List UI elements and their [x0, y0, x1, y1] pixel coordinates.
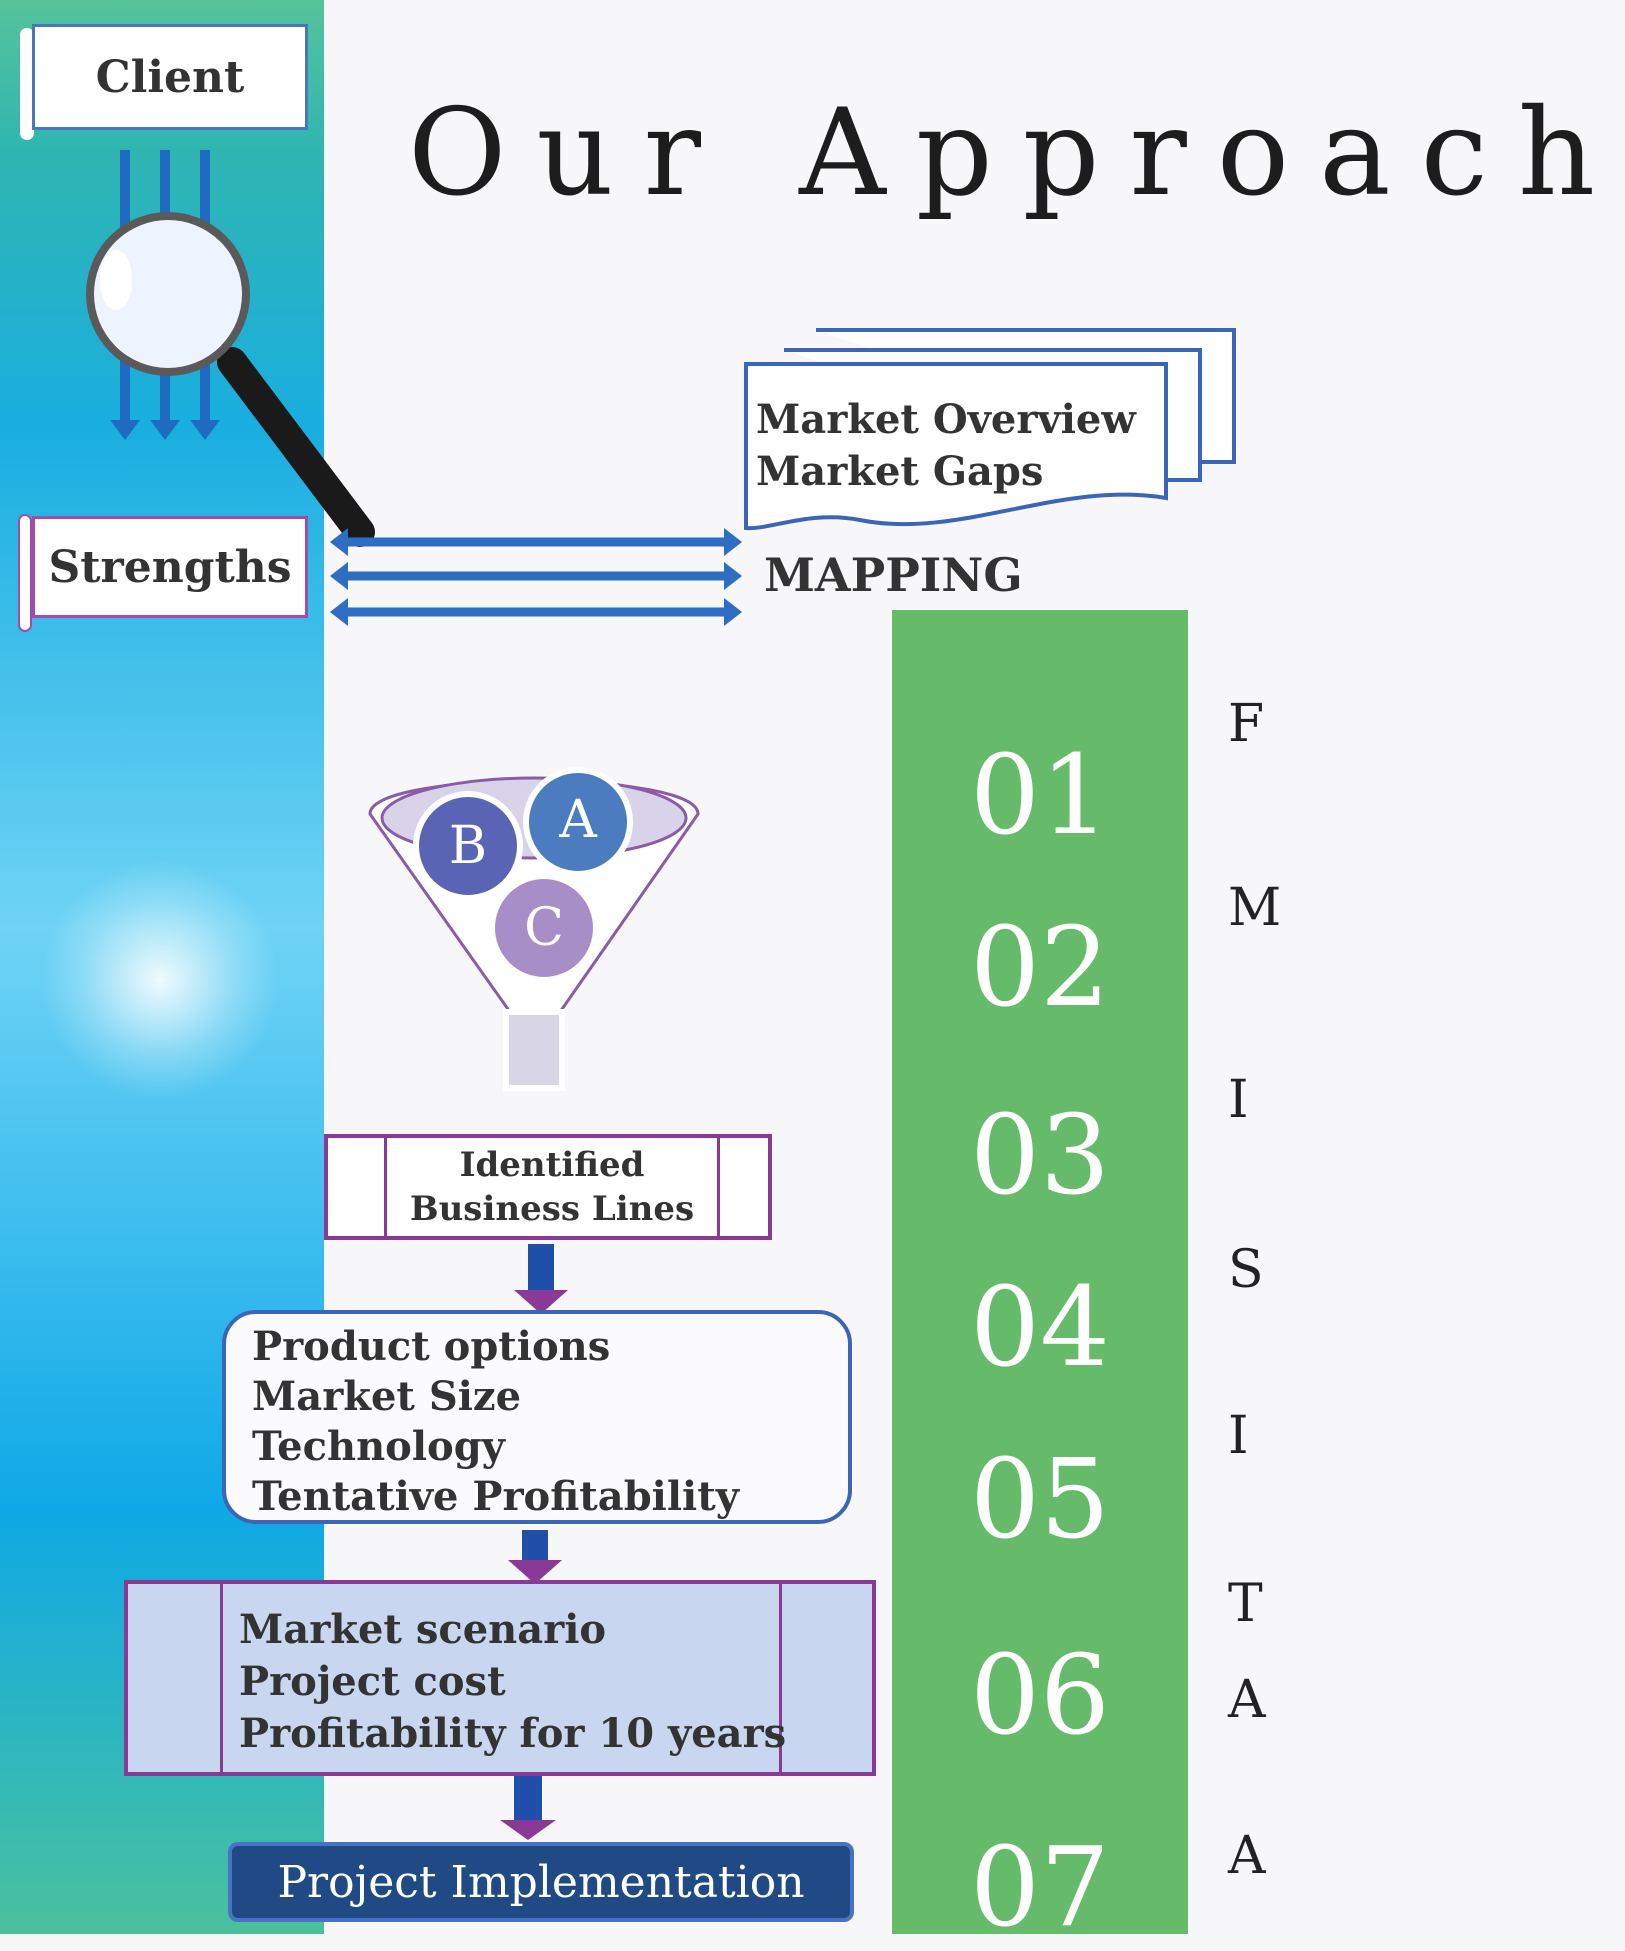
step-number: 06 [970, 1631, 1110, 1759]
mapping-arrows-icon [330, 528, 742, 626]
step-text: S [1228, 1240, 1264, 1300]
step-number: 07 [970, 1823, 1110, 1951]
circle-a-label: A [559, 790, 597, 850]
circle-c-label: C [524, 898, 564, 958]
identified-line-2: Business Lines [409, 1189, 695, 1229]
circle-b-label: B [448, 816, 488, 876]
diagram-graphics [86, 150, 1236, 1840]
client-label: Client [32, 24, 308, 130]
identified-text: Identified Business Lines [384, 1138, 720, 1236]
pages-text: Market Overview Market Gaps [756, 394, 1136, 498]
pages-line-2: Market Gaps [756, 448, 1044, 495]
strengths-label: Strengths [32, 516, 308, 618]
options-box: Product options Market Size Technology T… [222, 1310, 852, 1524]
scenario-text: Market scenario Project cost Profitabili… [220, 1584, 787, 1772]
step-text: M [1228, 878, 1282, 938]
circle-c [489, 873, 599, 983]
scroll-curl [20, 28, 34, 140]
identified-business-lines-box: Identified Business Lines [324, 1134, 772, 1240]
sidebar-glow [40, 860, 280, 1100]
flow-arrow-1 [514, 1244, 568, 1314]
pages-line-1: Market Overview [756, 396, 1136, 443]
step-text: I [1228, 1070, 1249, 1130]
page-title: Our Approach [408, 84, 1625, 223]
flow-arrow-2 [508, 1530, 562, 1584]
step-text: F [1228, 694, 1265, 754]
step-number: 01 [970, 731, 1110, 859]
identified-line-1: Identified [459, 1145, 645, 1185]
scenario-box: Market scenario Project cost Profitabili… [124, 1580, 876, 1776]
step-number: 04 [970, 1263, 1110, 1391]
options-item: Tentative Profitability [252, 1473, 739, 1520]
options-item: Technology [252, 1423, 505, 1470]
flow-arrow-3 [500, 1774, 556, 1840]
options-item: Market Size [252, 1373, 522, 1420]
step-text: A [1228, 1670, 1266, 1730]
step-number: 05 [970, 1435, 1110, 1563]
scenario-item: Profitability for 10 years [239, 1710, 787, 1757]
circle-a [523, 767, 633, 877]
project-implementation-box: Project Implementation [228, 1842, 854, 1922]
step-text: T [1228, 1574, 1263, 1634]
options-item: Product options [252, 1323, 611, 1370]
step-number: 02 [970, 903, 1110, 1031]
mapping-label: MAPPING [764, 548, 1023, 602]
scenario-item: Project cost [239, 1658, 506, 1705]
magnifier-icon [86, 212, 375, 547]
scroll-curl [18, 514, 32, 632]
scenario-item: Market scenario [239, 1606, 607, 1653]
step-text: A [1228, 1826, 1266, 1886]
document-pages-icon [744, 328, 1236, 531]
step-text: I [1228, 1406, 1249, 1466]
steps-panel: 01 02 03 04 05 06 07 [892, 610, 1188, 1942]
approach-slide: Client Strengths [0, 0, 1596, 1942]
step-number: 03 [970, 1091, 1110, 1219]
circle-b [413, 791, 523, 901]
